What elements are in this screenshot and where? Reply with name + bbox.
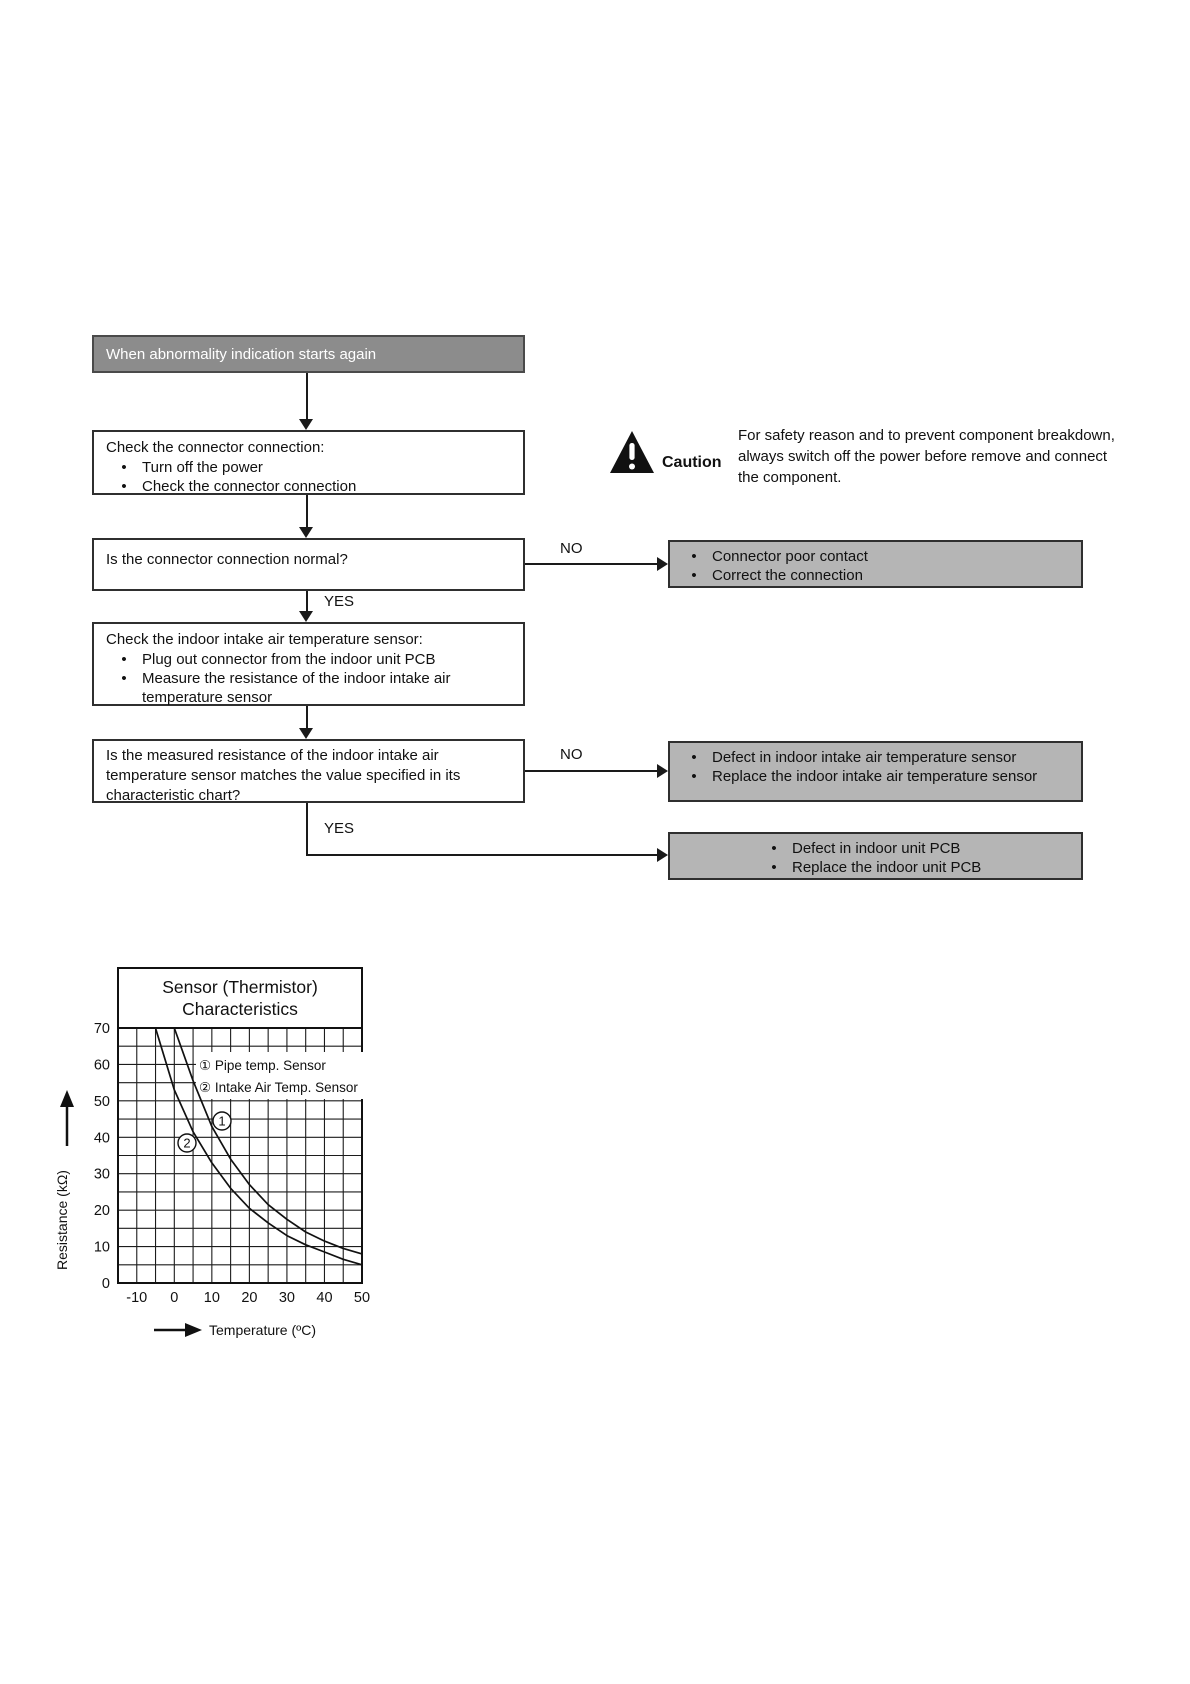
flow-start-label: When abnormality indication starts again: [106, 346, 377, 363]
flow-box-check-connector: Check the connector connection: • Turn o…: [92, 430, 525, 495]
bullet-dot: •: [691, 749, 697, 766]
no-label: NO: [558, 746, 585, 763]
y-tick-label: 60: [94, 1057, 110, 1073]
caution-triangle-icon: [608, 430, 656, 476]
curve-marker: [212, 1111, 232, 1131]
caution-text: For safety reason and to prevent compone…: [738, 427, 1115, 486]
arrow-down-icon: [299, 728, 313, 739]
connector-line: [306, 591, 308, 612]
bullet-text: Replace the indoor unit PCB: [792, 859, 982, 876]
bullet-text: Replace the indoor intake air temperatur…: [712, 768, 1038, 785]
no-label: NO: [558, 540, 585, 557]
bullet-item: • Check the connector connection: [106, 477, 513, 496]
bullet-text: Connector poor contact: [712, 548, 868, 565]
connector-line: [306, 803, 308, 856]
box-title: Check the connector connection:: [106, 439, 325, 456]
arrow-down-icon: [299, 419, 313, 430]
flow-box-question-resistance: Is the measured resistance of the indoor…: [92, 739, 525, 804]
bullet-dot: •: [691, 768, 697, 785]
x-tick-label: 30: [279, 1290, 295, 1306]
connector-line: [525, 563, 658, 565]
y-axis-label: Resistance (kΩ): [54, 1170, 70, 1270]
bullet-item: • Replace the indoor intake air temperat…: [676, 767, 1073, 786]
bullet-dot: •: [121, 670, 127, 687]
flow-box-question-connector: Is the connector connection normal?: [92, 538, 525, 591]
arrow-right-icon: [657, 557, 668, 571]
bullet-dot: •: [121, 478, 127, 495]
x-tick-label: 10: [204, 1290, 220, 1306]
chart-title: Characteristics: [182, 999, 298, 1019]
box-title: Check the indoor intake air temperature …: [106, 631, 423, 648]
x-tick-label: 0: [170, 1290, 178, 1306]
bullet-dot: •: [691, 567, 697, 584]
legend-background: [196, 1052, 364, 1099]
yes-label: YES: [322, 820, 357, 837]
x-axis-label: Temperature (ºC): [209, 1322, 316, 1338]
connector-line: [306, 495, 308, 527]
x-axis-arrowhead-icon: [185, 1323, 202, 1337]
bullet-item: • Defect in indoor intake air temperatur…: [676, 748, 1073, 767]
connector-line: [306, 373, 308, 419]
curve-marker-digit: 1: [218, 1114, 225, 1129]
bullet-text: Check the connector connection: [142, 478, 357, 495]
y-tick-label: 50: [94, 1094, 110, 1110]
bullet-text: Correct the connection: [712, 567, 863, 584]
bullet-text: Defect in indoor unit PCB: [792, 840, 961, 857]
legend-entry: ② Intake Air Temp. Sensor: [199, 1080, 358, 1095]
bullet-item: • Defect in indoor unit PCB: [756, 839, 1073, 858]
bullet-item: • Connector poor contact: [676, 547, 1073, 566]
chart-title: Sensor (Thermistor): [162, 977, 318, 997]
sensor-characteristics-chart: Sensor (Thermistor)Characteristics ① Pipe…: [54, 967, 370, 1338]
chart-frame: [117, 967, 363, 1284]
question-text: Is the measured resistance of the indoor…: [106, 747, 461, 804]
bullet-item: • Replace the indoor unit PCB: [756, 858, 1073, 877]
x-tick-label: 50: [354, 1290, 370, 1306]
result-box-sensor: • Defect in indoor intake air temperatur…: [668, 741, 1083, 802]
y-tick-label: 0: [102, 1276, 110, 1292]
y-tick-label: 30: [94, 1167, 110, 1183]
bullet-text: Measure the resistance of the indoor int…: [142, 670, 451, 706]
flow-box-check-sensor: Check the indoor intake air temperature …: [92, 622, 525, 706]
result-box-connector: • Connector poor contact • Correct the c…: [668, 540, 1083, 588]
curve-marker: [177, 1133, 197, 1153]
flow-start-box: When abnormality indication starts again: [92, 335, 525, 373]
bullet-item: • Turn off the power: [106, 458, 513, 477]
result-box-pcb: • Defect in indoor unit PCB • Replace th…: [668, 832, 1083, 880]
legend-entry: ① Pipe temp. Sensor: [199, 1058, 326, 1073]
arrow-right-icon: [657, 764, 668, 778]
bullet-text: Turn off the power: [142, 459, 263, 476]
series-curve-1: [173, 1027, 363, 1255]
bullet-item: • Plug out connector from the indoor uni…: [106, 650, 513, 669]
x-tick-label: 20: [241, 1290, 257, 1306]
bullet-dot: •: [121, 459, 127, 476]
curve-marker-digit: 2: [183, 1136, 190, 1151]
connector-line: [306, 706, 308, 729]
arrow-right-icon: [657, 848, 668, 862]
arrow-down-icon: [299, 611, 313, 622]
bullet-item: • Correct the connection: [676, 566, 1073, 585]
bullet-dot: •: [691, 548, 697, 565]
caution-label: Caution: [662, 454, 722, 471]
y-tick-label: 20: [94, 1203, 110, 1219]
connector-line: [525, 770, 658, 772]
bullet-text: Defect in indoor intake air temperature …: [712, 749, 1017, 766]
y-tick-label: 40: [94, 1130, 110, 1146]
yes-label: YES: [322, 593, 357, 610]
y-axis-arrowhead-icon: [60, 1090, 74, 1107]
x-tick-label: -10: [126, 1290, 147, 1306]
x-tick-label: 40: [316, 1290, 332, 1306]
series-curve-2: [154, 1027, 363, 1266]
connector-line: [306, 854, 658, 856]
bullet-item: • Measure the resistance of the indoor i…: [106, 669, 513, 707]
bullet-text: Plug out connector from the indoor unit …: [142, 651, 436, 668]
y-tick-label: 70: [94, 1021, 110, 1037]
bullet-dot: •: [771, 859, 777, 876]
arrow-down-icon: [299, 527, 313, 538]
bullet-dot: •: [121, 651, 127, 668]
y-tick-label: 10: [94, 1240, 110, 1256]
bullet-dot: •: [771, 840, 777, 857]
question-text: Is the connector connection normal?: [106, 551, 348, 568]
